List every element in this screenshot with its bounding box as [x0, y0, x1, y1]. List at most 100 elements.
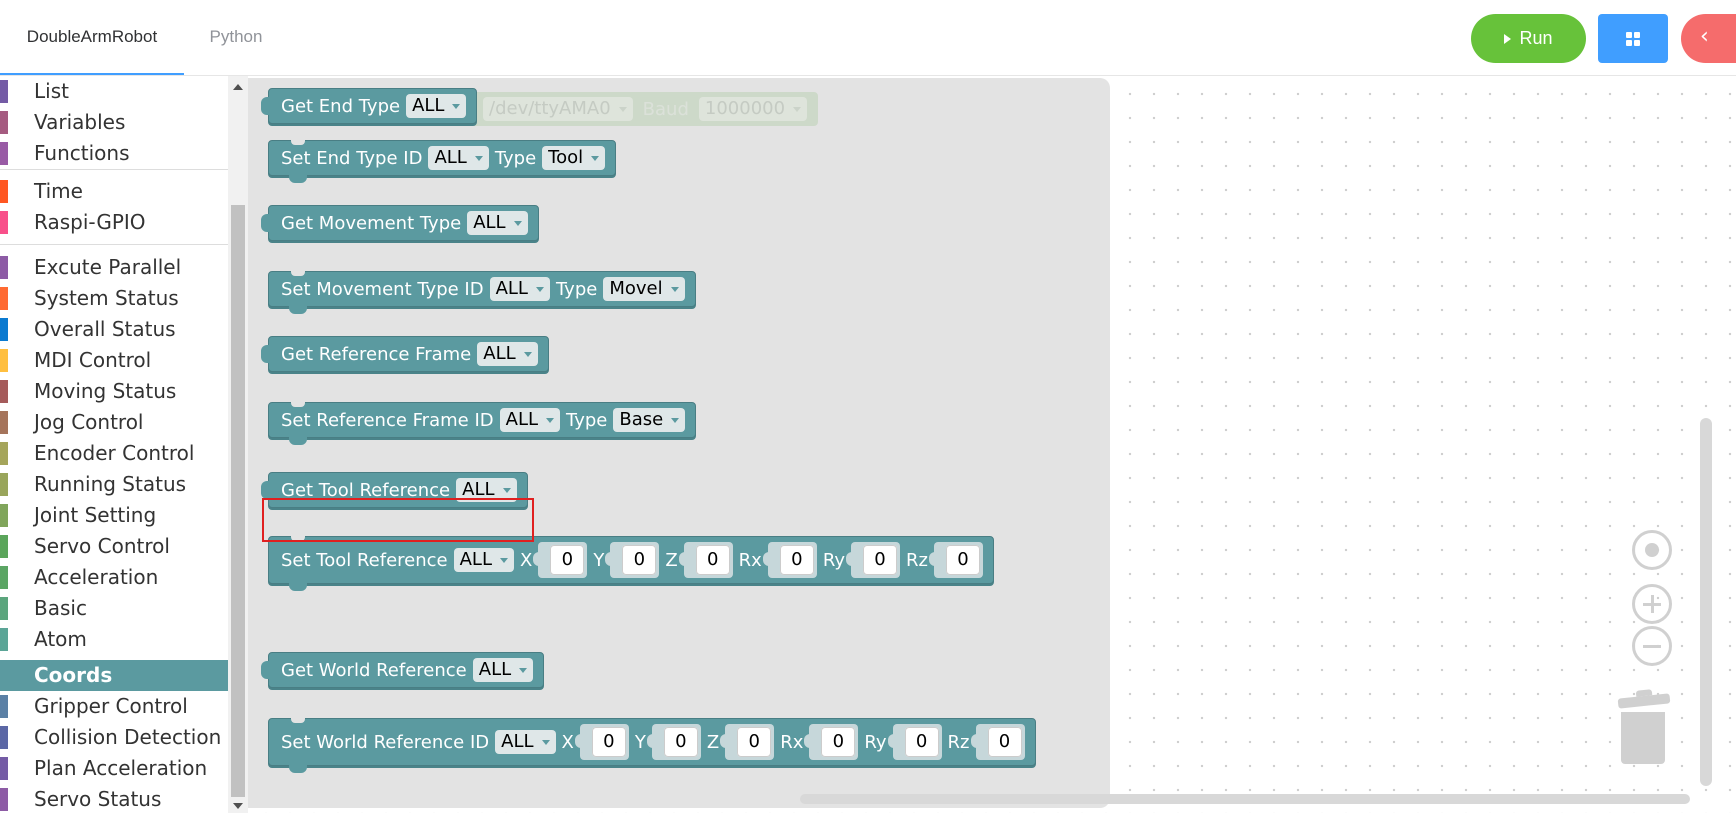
category-basic[interactable]: Basic — [0, 593, 228, 624]
rz-value-input[interactable]: 0 — [987, 727, 1022, 757]
category-functions[interactable]: Functions — [0, 138, 228, 169]
workspace-vertical-scrollbar[interactable] — [1700, 418, 1712, 786]
frame-type-dropdown[interactable]: Base — [613, 408, 686, 432]
category-excute-parallel[interactable]: Excute Parallel — [0, 252, 228, 283]
get-end-type-block[interactable]: Get End Type ALL — [261, 88, 478, 124]
block-tab — [289, 175, 307, 183]
chevron-down-icon — [535, 286, 544, 292]
category-encoder-control[interactable]: Encoder Control — [0, 438, 228, 469]
run-button[interactable]: Run — [1471, 14, 1586, 63]
robot-id-dropdown[interactable]: ALL — [467, 211, 528, 235]
category-color-bar — [0, 287, 8, 310]
scroll-down-arrow-icon[interactable] — [233, 803, 243, 809]
z-value-input[interactable]: 0 — [737, 727, 772, 757]
y-label: Y — [593, 549, 605, 571]
category-coords[interactable]: Coords — [0, 660, 228, 691]
y-value-input[interactable]: 0 — [622, 545, 657, 575]
category-label: MDI Control — [34, 348, 152, 372]
category-list[interactable]: List — [0, 76, 228, 107]
get-tool-reference-block[interactable]: Get Tool Reference ALL — [261, 472, 528, 508]
grid-view-button[interactable] — [1598, 14, 1668, 63]
robot-id-dropdown[interactable]: ALL — [495, 730, 556, 754]
zoom-in-icon[interactable] — [1632, 584, 1672, 624]
z-value-input[interactable]: 0 — [695, 545, 730, 575]
set-world-reference-block[interactable]: Set World Reference ID ALL X 0 Y 0 Z 0 R… — [268, 718, 1036, 773]
movement-type-dropdown[interactable]: Movel — [603, 277, 685, 301]
get-reference-frame-block[interactable]: Get Reference Frame ALL — [261, 336, 549, 372]
category-color-bar — [0, 504, 8, 527]
end-type-dropdown[interactable]: Tool — [542, 146, 606, 170]
rx-value-input[interactable]: 0 — [821, 727, 856, 757]
category-label: System Status — [34, 286, 179, 310]
play-icon — [1504, 33, 1512, 44]
y-value-input[interactable]: 0 — [663, 727, 698, 757]
category-jog-control[interactable]: Jog Control — [0, 407, 228, 438]
robot-id-dropdown[interactable]: ALL — [477, 342, 538, 366]
ghost-serial-block: /dev/ttyAMA0 Baud 1000000 — [470, 92, 819, 126]
set-reference-frame-block[interactable]: Set Reference Frame ID ALL Type Base — [268, 402, 697, 445]
get-world-reference-block[interactable]: Get World Reference ALL — [261, 652, 545, 688]
ry-label: Ry — [822, 549, 846, 571]
category-time[interactable]: Time — [0, 176, 228, 207]
scroll-up-arrow-icon[interactable] — [233, 84, 243, 90]
category-plan-acceleration[interactable]: Plan Acceleration — [0, 753, 228, 784]
category-servo-control[interactable]: Servo Control — [0, 531, 228, 562]
robot-id-dropdown[interactable]: ALL — [472, 658, 534, 682]
zoom-out-icon[interactable] — [1632, 626, 1672, 666]
trash-icon[interactable] — [1617, 689, 1671, 766]
x-value-input[interactable]: 0 — [550, 545, 585, 575]
category-mdi-control[interactable]: MDI Control — [0, 345, 228, 376]
tab-doublearmrobot[interactable]: DoubleArmRobot — [0, 0, 184, 75]
robot-id-dropdown[interactable]: ALL — [499, 408, 560, 432]
category-gripper-control[interactable]: Gripper Control — [0, 691, 228, 722]
category-system-status[interactable]: System Status — [0, 283, 228, 314]
robot-id-dropdown[interactable]: ALL — [406, 94, 467, 118]
set-movement-type-block[interactable]: Set Movement Type ID ALL Type Movel — [268, 271, 696, 314]
robot-id-dropdown[interactable]: ALL — [489, 277, 550, 301]
category-label: Gripper Control — [34, 694, 188, 718]
chevron-down-icon — [513, 220, 522, 226]
x-label: X — [519, 549, 533, 571]
robot-id-dropdown[interactable]: ALL — [453, 548, 514, 572]
category-color-bar — [0, 442, 8, 465]
category-joint-setting[interactable]: Joint Setting — [0, 500, 228, 531]
category-atom[interactable]: Atom — [0, 624, 228, 655]
category-label: Raspi-GPIO — [34, 210, 146, 234]
chevron-down-icon — [546, 417, 554, 423]
recenter-icon[interactable] — [1632, 530, 1672, 570]
workspace-horizontal-scrollbar[interactable] — [800, 794, 1690, 804]
category-collision-detection[interactable]: Collision Detection — [0, 722, 228, 753]
ry-value-socket: 0 — [846, 542, 901, 578]
category-acceleration[interactable]: Acceleration — [0, 562, 228, 593]
category-color-bar — [0, 142, 8, 165]
x-value-input[interactable]: 0 — [591, 727, 626, 757]
ry-value-input[interactable]: 0 — [863, 545, 898, 575]
category-raspi-gpio[interactable]: Raspi-GPIO — [0, 207, 228, 238]
category-color-bar — [0, 380, 8, 403]
block-tab — [289, 306, 307, 314]
set-end-type-block[interactable]: Set End Type ID ALL Type Tool — [268, 140, 617, 183]
category-overall-status[interactable]: Overall Status — [0, 314, 228, 345]
toolbox-scrollbar-thumb[interactable] — [231, 205, 245, 797]
rx-value-input[interactable]: 0 — [779, 545, 814, 575]
category-running-status[interactable]: Running Status — [0, 469, 228, 500]
category-color-bar — [0, 473, 8, 496]
category-moving-status[interactable]: Moving Status — [0, 376, 228, 407]
ry-value-input[interactable]: 0 — [904, 727, 939, 757]
z-value-socket: 0 — [678, 542, 733, 578]
y-value-socket: 0 — [646, 724, 701, 760]
set-tool-reference-block[interactable]: Set Tool Reference ALL X 0 Y 0 Z 0 Rx 0 … — [268, 536, 994, 591]
tab-python[interactable]: Python — [209, 27, 263, 46]
collapse-button[interactable]: ‹ — [1681, 14, 1736, 63]
chevron-down-icon — [671, 417, 680, 423]
category-servo-status[interactable]: Servo Status — [0, 784, 228, 813]
category-color-bar — [0, 566, 8, 589]
get-movement-type-block[interactable]: Get Movement Type ALL — [261, 205, 539, 241]
category-label: Servo Status — [34, 787, 162, 811]
robot-id-dropdown[interactable]: ALL — [428, 146, 489, 170]
rz-value-input[interactable]: 0 — [946, 545, 980, 575]
output-plug — [261, 345, 269, 363]
rx-value-socket: 0 — [804, 724, 859, 760]
category-variables[interactable]: Variables — [0, 107, 228, 138]
category-separator — [0, 244, 228, 245]
